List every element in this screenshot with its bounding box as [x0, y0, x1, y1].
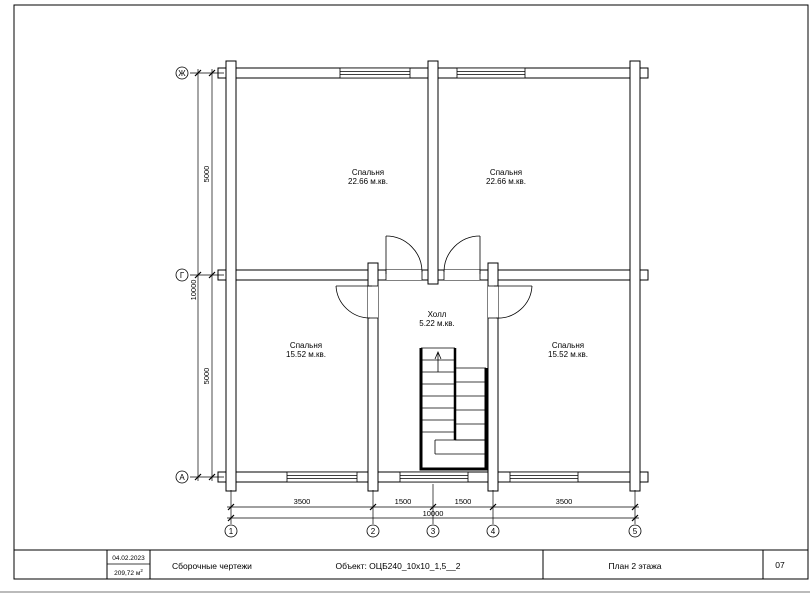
windows	[286, 67, 579, 483]
dim-bottom-1-2: 3500	[294, 497, 311, 506]
dim-bottom-2-3: 1500	[395, 497, 412, 506]
svg-text:Ж: Ж	[178, 69, 186, 78]
dimension-texts-bottom: 3500 1500 1500 3500 10000	[294, 497, 573, 518]
axis-bubble-a: А	[175, 470, 189, 484]
door-lower-right	[488, 285, 533, 319]
window-top-right	[456, 67, 526, 79]
room-area-bedroom-top-left: 22.66 м.кв.	[348, 177, 388, 186]
room-name-bedroom-bottom-left: Спальня	[290, 341, 322, 350]
title-block-doc-type: Сборочные чертежи	[172, 561, 252, 571]
window-top-left	[339, 67, 411, 79]
title-block-date: 04.02.2023	[112, 555, 145, 562]
axis-bubble-1: 1	[224, 524, 238, 538]
room-labels: Спальня 22.66 м.кв. Спальня 22.66 м.кв. …	[286, 168, 588, 359]
title-block-area: 209,72 м2	[114, 568, 143, 577]
axis-bubble-2: 2	[366, 524, 380, 538]
door-upper-right	[443, 235, 481, 280]
dim-left-total: 10000	[189, 280, 198, 301]
axis-bubble-5: 5	[628, 524, 642, 538]
svg-text:Г: Г	[180, 271, 185, 280]
dimensions-left	[190, 69, 224, 481]
title-block-object: Объект: ОЦБ240_10х10_1,5__2	[336, 561, 461, 571]
svg-text:А: А	[179, 473, 185, 482]
room-name-hall: Холл	[428, 310, 447, 319]
room-name-bedroom-top-right: Спальня	[490, 168, 522, 177]
wall-axis-3	[427, 60, 439, 285]
room-area-hall: 5.22 м.кв.	[419, 319, 455, 328]
dimension-texts-left: 5000 5000 10000	[189, 166, 211, 385]
staircase	[419, 347, 488, 471]
axis-bubbles-vertical: 1 2 3 4 5	[224, 524, 642, 538]
title-block	[14, 549, 808, 579]
walls	[217, 60, 649, 492]
door-upper-left	[385, 235, 423, 280]
room-name-bedroom-top-left: Спальня	[352, 168, 384, 177]
title-block-sheet-name: План 2 этажа	[608, 561, 661, 571]
window-bottom-left	[286, 471, 358, 483]
axis-bubbles-horizontal: Ж Г А	[175, 66, 189, 484]
dim-bottom-total: 10000	[423, 509, 444, 518]
dimensions-bottom	[227, 484, 639, 524]
axis-bubble-zh: Ж	[175, 66, 189, 80]
room-area-bedroom-bottom-right: 15.52 м.кв.	[548, 350, 588, 359]
axis-bubble-3: 3	[426, 524, 440, 538]
dim-bottom-3-4: 1500	[455, 497, 472, 506]
room-area-bedroom-top-right: 22.66 м.кв.	[486, 177, 526, 186]
wall-axis-5	[629, 60, 641, 492]
axis-bubble-4: 4	[486, 524, 500, 538]
svg-text:5: 5	[633, 527, 638, 536]
svg-text:2: 2	[371, 527, 376, 536]
svg-text:3: 3	[431, 527, 436, 536]
wall-axis-1	[225, 60, 237, 492]
dim-bottom-4-5: 3500	[556, 497, 573, 506]
dim-left-g-a: 5000	[202, 368, 211, 385]
window-bottom-right	[509, 471, 579, 483]
dim-left-zh-g: 5000	[202, 166, 211, 183]
svg-text:1: 1	[229, 527, 234, 536]
sheet-frame	[13, 4, 809, 580]
doors	[335, 235, 533, 319]
door-lower-left	[335, 285, 378, 319]
title-block-sheet-number: 07	[775, 560, 785, 570]
axis-bubble-g: Г	[175, 268, 189, 282]
svg-text:4: 4	[491, 527, 496, 536]
window-bottom-center	[399, 471, 469, 483]
room-name-bedroom-bottom-right: Спальня	[552, 341, 584, 350]
room-area-bedroom-bottom-left: 15.52 м.кв.	[286, 350, 326, 359]
